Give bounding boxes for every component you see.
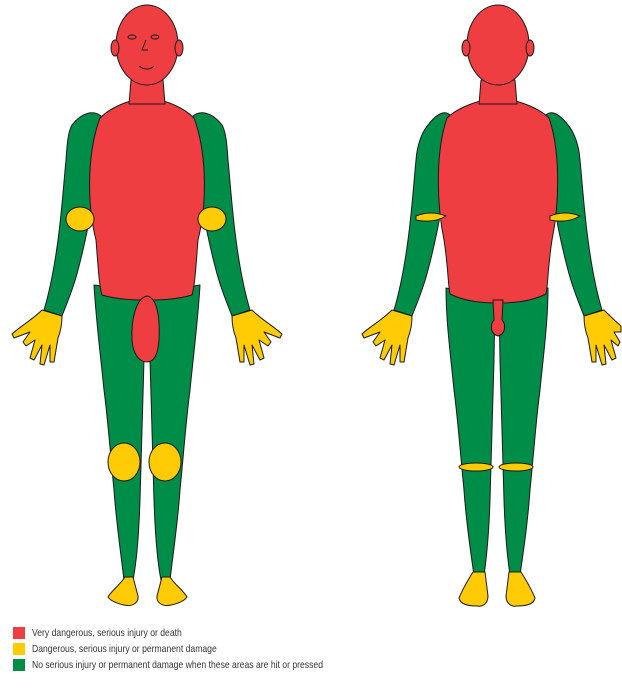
front-right-foot <box>157 577 187 606</box>
legend: Very dangerous, serious injury or death … <box>13 625 387 673</box>
legend-swatch-yellow <box>13 643 25 655</box>
front-left-elbow <box>66 207 94 231</box>
back-right-foot <box>506 572 535 606</box>
back-right-hand <box>584 310 621 365</box>
back-left-ear <box>462 40 470 56</box>
front-left-knee <box>108 443 140 481</box>
legend-label: Very dangerous, serious injury or death <box>32 627 182 639</box>
legend-item-very-dangerous: Very dangerous, serious injury or death <box>13 625 387 640</box>
back-right-knee <box>499 463 533 471</box>
front-left-hand <box>12 310 62 365</box>
front-left-foot <box>108 577 138 606</box>
legend-label: Dangerous, serious injury or permanent d… <box>32 643 217 655</box>
front-torso <box>90 100 205 300</box>
front-left-ear <box>111 40 119 56</box>
back-head <box>467 5 529 85</box>
back-right-ear <box>526 40 534 56</box>
front-head <box>116 5 178 85</box>
front-right-elbow <box>198 207 226 231</box>
legend-swatch-red <box>13 627 25 639</box>
front-right-knee <box>149 443 181 481</box>
front-right-hand <box>232 310 282 365</box>
legend-swatch-green <box>13 659 25 671</box>
front-figure <box>12 5 282 606</box>
back-left-knee <box>459 463 493 471</box>
back-figure <box>362 5 621 606</box>
front-right-ear <box>175 40 183 56</box>
legend-item-no-serious-injury: No serious injury or permanent damage wh… <box>13 657 387 672</box>
back-left-hand <box>362 310 412 365</box>
back-torso <box>438 100 557 303</box>
back-left-foot <box>459 572 488 606</box>
back-left-leg <box>446 288 495 575</box>
back-right-leg <box>499 288 548 575</box>
legend-label: No serious injury or permanent damage wh… <box>32 659 323 671</box>
legend-item-dangerous: Dangerous, serious injury or permanent d… <box>13 641 387 656</box>
